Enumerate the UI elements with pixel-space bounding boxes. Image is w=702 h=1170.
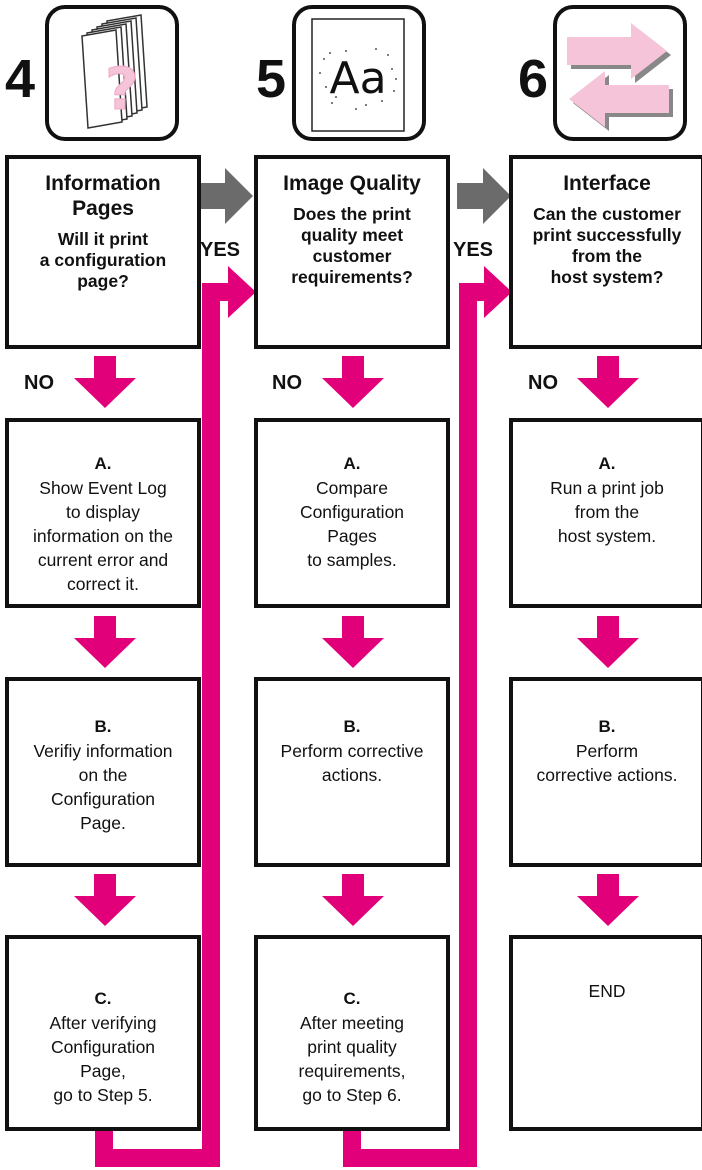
step-title-5: Image Quality [283,172,421,195]
aa-icon-text: Aa [329,53,386,104]
down-arrow-6-b-c [577,874,639,926]
action-letter: A. [343,454,361,473]
action-letter: B. [94,717,112,736]
step-number-6: 6 [518,49,549,109]
step-question-4: Will it print a configuration page? [39,229,167,291]
down-arrow-4-b-c [74,874,136,926]
step-title-6: Interface [563,172,651,195]
action-letter: A. [598,454,616,473]
action-box-6b: B. Perform corrective actions. [509,677,702,867]
pages-question-icon: ? [45,5,179,141]
action-box-6a: A. Run a print job from the host system. [509,418,702,608]
action-box-5a: A. Compare Configuration Pages to sample… [254,418,450,608]
end-text: END [588,981,626,1001]
down-arrow-4-a-b [74,616,136,668]
image-quality-aa-icon: Aa [292,5,426,141]
step-question-5: Does the print quality meet customer req… [291,204,413,287]
interface-arrows-icon [553,5,687,141]
question-box-6: Interface Can the customer print success… [509,155,702,349]
action-text: Compare Configuration Pages to samples. [299,478,405,570]
no-label-5: NO [272,372,302,394]
action-letter: B. [343,717,361,736]
step-number-4: 4 [5,49,36,109]
svg-text:?: ? [105,55,139,123]
step-title-4: Information Pages [45,172,161,220]
step-number-5: 5 [256,49,287,109]
action-text: Perform corrective actions. [536,741,678,785]
step-question-6: Can the customer print successfully from… [532,204,682,287]
action-text: After meeting print quality requirements… [298,1013,406,1105]
loop-connector-4-to-5 [95,283,230,1167]
action-box-4b: B. Verifiy information on the Configurat… [5,677,201,867]
grey-arrow-5-6 [457,168,511,224]
down-arrow-5-a-b [322,616,384,668]
no-label-6: NO [528,372,558,394]
end-box: END [509,935,702,1131]
down-arrow-6-a-b [577,616,639,668]
action-letter: B. [598,717,616,736]
action-box-5b: B. Perform corrective actions. [254,677,450,867]
action-text: Run a print job from the host system. [550,478,664,546]
action-text: Show Event Log to display information on… [32,478,174,594]
down-arrow-4-q-a [74,356,136,408]
action-letter: A. [94,454,112,473]
down-arrow-5-b-c [322,874,384,926]
down-arrow-5-q-a [322,356,384,408]
question-box-4: Information Pages Will it print a config… [5,155,201,349]
no-label-4: NO [24,372,54,394]
action-box-4c: C. After verifying Configuration Page, g… [5,935,201,1131]
action-letter: C. [343,989,361,1008]
action-text: Verifiy information on the Configuration… [33,741,173,833]
action-box-4a: A. Show Event Log to display information… [5,418,201,608]
action-letter: C. [94,989,112,1008]
action-box-5c: C. After meeting print quality requireme… [254,935,450,1131]
action-text: After verifying Configuration Page, go t… [49,1013,157,1105]
loop-connector-5-to-6 [343,283,486,1167]
down-arrow-6-q-a [577,356,639,408]
yes-label-5-6: YES [453,239,494,261]
loop-arrowhead-5-to-6 [484,266,512,318]
loop-arrowhead-4-to-5 [228,266,256,318]
yes-label-4-5: YES [200,239,241,261]
question-box-5: Image Quality Does the print quality mee… [254,155,450,349]
action-text: Perform corrective actions. [280,741,424,785]
grey-arrow-4-5 [199,168,253,224]
